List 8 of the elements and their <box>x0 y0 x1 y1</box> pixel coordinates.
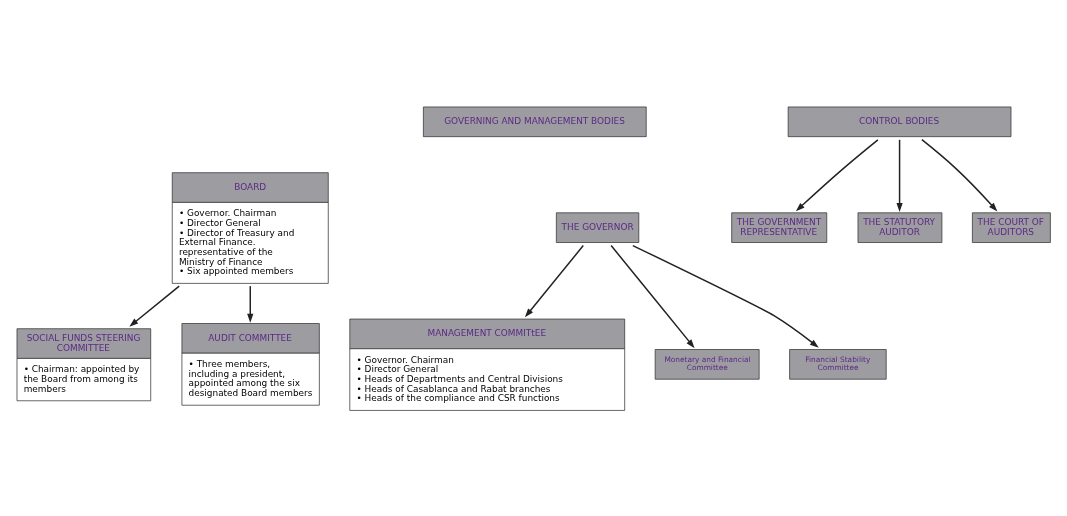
arrow <box>896 138 903 212</box>
arrow <box>795 138 879 211</box>
arrow <box>129 284 180 327</box>
arrow <box>632 244 819 348</box>
arrow <box>247 284 254 323</box>
arrow <box>524 244 585 317</box>
arrow <box>610 244 695 348</box>
arrow <box>921 138 998 211</box>
